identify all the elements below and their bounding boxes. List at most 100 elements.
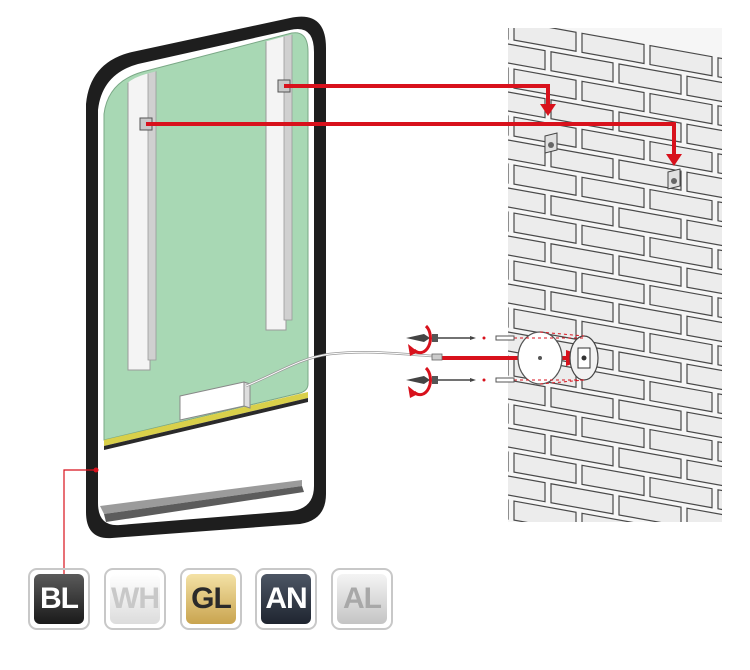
cable-connector-icon	[431, 353, 443, 361]
brick	[415, 411, 477, 441]
brick	[649, 44, 713, 77]
brick	[415, 123, 477, 153]
led-driver-box	[179, 381, 251, 421]
brick	[415, 75, 477, 105]
brick	[717, 105, 722, 137]
brick	[508, 488, 509, 520]
brick	[508, 134, 546, 167]
brick	[618, 63, 682, 95]
brick	[550, 291, 614, 323]
brick	[508, 248, 509, 280]
brick	[718, 538, 750, 568]
brick	[508, 230, 546, 263]
brick	[550, 243, 614, 275]
brick	[618, 303, 682, 335]
brick	[717, 249, 722, 281]
brick	[686, 507, 722, 522]
finish-swatch-wh[interactable]: WH	[104, 568, 166, 630]
finish-swatch-gl[interactable]: GL	[180, 568, 242, 630]
brick	[415, 219, 477, 249]
wall-bracket-upper	[544, 132, 558, 154]
brick	[686, 123, 722, 156]
brick	[686, 267, 722, 300]
brick	[581, 416, 645, 449]
brick	[717, 153, 722, 185]
finish-swatch-al[interactable]: AL	[331, 568, 393, 630]
brick	[513, 404, 577, 436]
brick	[717, 297, 722, 329]
brick	[686, 411, 722, 444]
brick	[649, 284, 713, 317]
brick	[508, 296, 509, 328]
finish-swatch-an[interactable]: AN	[255, 568, 317, 630]
brick	[581, 368, 645, 401]
brick	[650, 526, 712, 556]
brick	[717, 345, 722, 377]
brick	[649, 140, 713, 173]
brick	[415, 171, 477, 201]
brick	[508, 56, 509, 88]
brick	[686, 219, 722, 252]
brick	[508, 278, 546, 311]
brick	[550, 483, 614, 515]
brick	[508, 518, 546, 522]
brick	[619, 544, 681, 574]
shelf	[100, 480, 304, 522]
screw-icon	[432, 376, 515, 384]
brick	[508, 200, 509, 232]
finish-code-an: AN	[261, 574, 311, 624]
rotate-arrow-icon	[412, 366, 432, 397]
brick	[550, 51, 614, 83]
brick	[717, 489, 722, 521]
rotate-arrow-icon	[412, 324, 432, 355]
brick	[508, 86, 546, 119]
brick	[581, 224, 645, 257]
brick	[618, 255, 682, 287]
finish-code-bl: BL	[34, 574, 84, 624]
brick	[508, 440, 509, 472]
brick	[508, 422, 546, 455]
brick	[581, 176, 645, 209]
finish-code-gl: GL	[186, 574, 236, 624]
brick	[717, 393, 722, 425]
brick	[686, 363, 722, 396]
brick	[513, 260, 577, 292]
brick	[649, 92, 713, 125]
brick	[513, 164, 577, 196]
brick	[551, 532, 613, 562]
brick	[415, 267, 477, 297]
brick-wall	[415, 27, 750, 586]
screwdriver-icon	[406, 376, 430, 384]
brick	[618, 399, 682, 431]
brick	[550, 435, 614, 467]
finish-swatch-bl[interactable]: BL	[28, 568, 90, 630]
brick	[687, 556, 749, 586]
brick	[649, 332, 713, 365]
mirror-back-panel	[103, 32, 309, 441]
brick	[508, 470, 546, 503]
brick	[686, 171, 722, 204]
wall-bracket-lower	[667, 168, 681, 190]
brick	[415, 27, 477, 57]
brick	[717, 201, 722, 233]
brick	[513, 500, 577, 522]
brick	[550, 195, 614, 227]
brick	[415, 507, 477, 537]
brick	[686, 459, 722, 492]
brick	[618, 207, 682, 239]
brick	[618, 447, 682, 479]
brick	[550, 147, 614, 179]
brick	[581, 272, 645, 305]
brick	[415, 459, 477, 489]
brick	[508, 104, 509, 136]
brick	[649, 188, 713, 221]
brick	[513, 212, 577, 244]
brick	[581, 512, 645, 522]
brick	[686, 75, 722, 108]
brick	[649, 380, 713, 413]
brick	[686, 315, 722, 348]
brick	[618, 495, 682, 522]
finish-code-wh: WH	[110, 574, 160, 624]
brick	[513, 452, 577, 484]
